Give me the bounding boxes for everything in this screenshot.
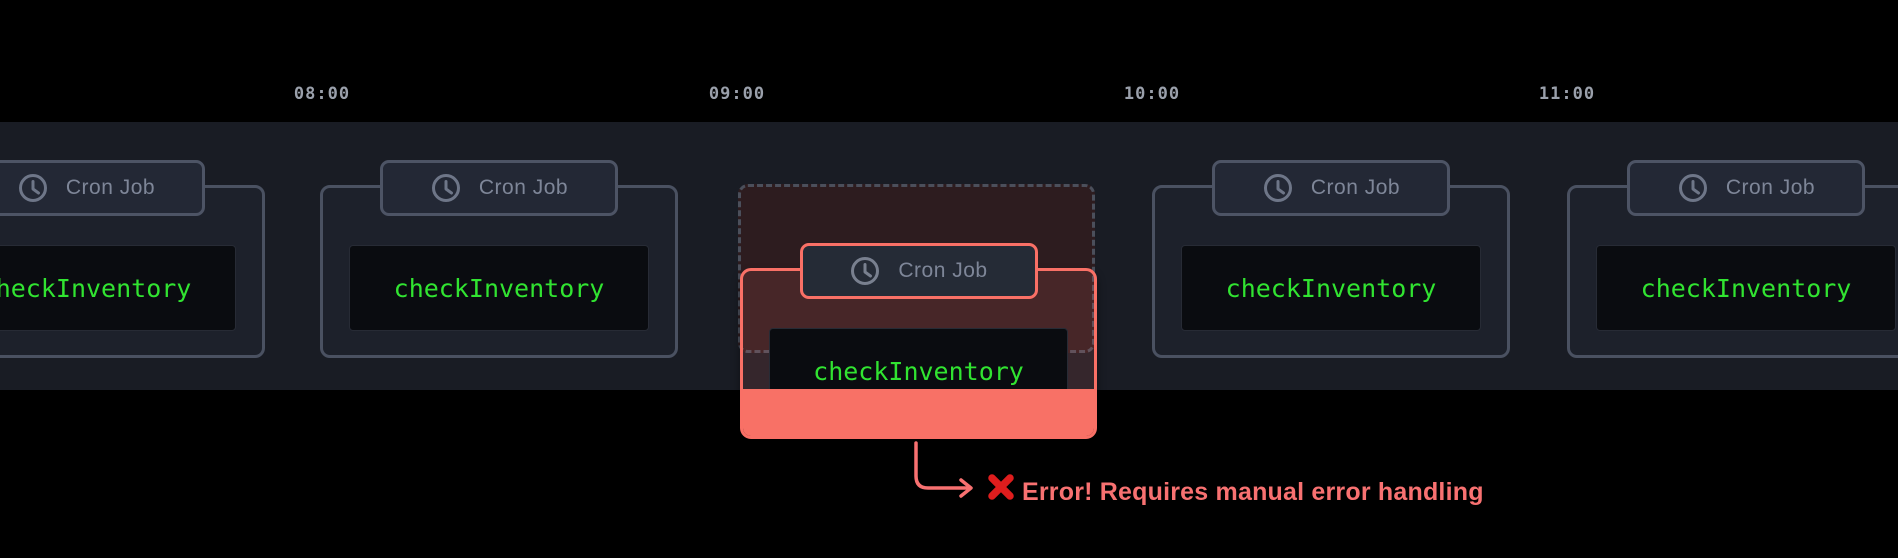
clock-icon — [1263, 174, 1292, 202]
badge-label: Cron Job — [1310, 176, 1401, 199]
cron-job-badge: Cron Job — [1627, 160, 1865, 216]
job-name: checkInventory — [0, 273, 192, 303]
job-name: checkInventory — [813, 356, 1024, 386]
time-label-0900: 09:00 — [708, 84, 766, 104]
cron-job-card-5: Cron Job checkInventory — [1567, 160, 1898, 358]
time-label-1100: 11:00 — [1538, 84, 1596, 104]
job-name: checkInventory — [393, 273, 605, 303]
cron-job-card-4: Cron Job checkInventory — [1152, 160, 1510, 358]
clock-icon — [431, 174, 460, 202]
cron-job-card-error: Cron Job checkInventory — [740, 243, 1097, 439]
job-name-box: checkInventory — [1181, 245, 1481, 331]
cron-job-card-1: Cron Job checkInventory — [0, 160, 265, 358]
badge-label: Cron Job — [1725, 176, 1816, 199]
cron-job-badge: Cron Job — [380, 160, 618, 216]
badge-label: Cron Job — [65, 176, 156, 199]
clock-icon — [851, 257, 880, 285]
job-name-box: checkInventory — [349, 245, 649, 331]
badge-label: Cron Job — [898, 259, 988, 282]
error-footer-strip — [743, 389, 1094, 436]
clock-icon — [18, 174, 47, 202]
job-name: checkInventory — [1225, 273, 1437, 303]
cron-job-badge: Cron Job — [1212, 160, 1450, 216]
cron-job-card-2: Cron Job checkInventory — [320, 160, 678, 358]
cron-job-badge: Cron Job — [0, 160, 205, 216]
time-label-1000: 10:00 — [1123, 84, 1181, 104]
time-label-0800: 08:00 — [293, 84, 351, 104]
job-name-box: checkInventory — [1596, 245, 1896, 331]
job-name-box: checkInventory — [0, 245, 236, 331]
cron-job-badge-error: Cron Job — [799, 243, 1038, 299]
badge-label: Cron Job — [478, 176, 569, 199]
clock-icon — [1678, 174, 1707, 202]
error-message: Error! Requires manual error handling — [1022, 478, 1484, 506]
job-name: checkInventory — [1640, 273, 1852, 303]
error-x-icon — [988, 474, 1014, 500]
error-connector-arrow — [914, 441, 973, 498]
